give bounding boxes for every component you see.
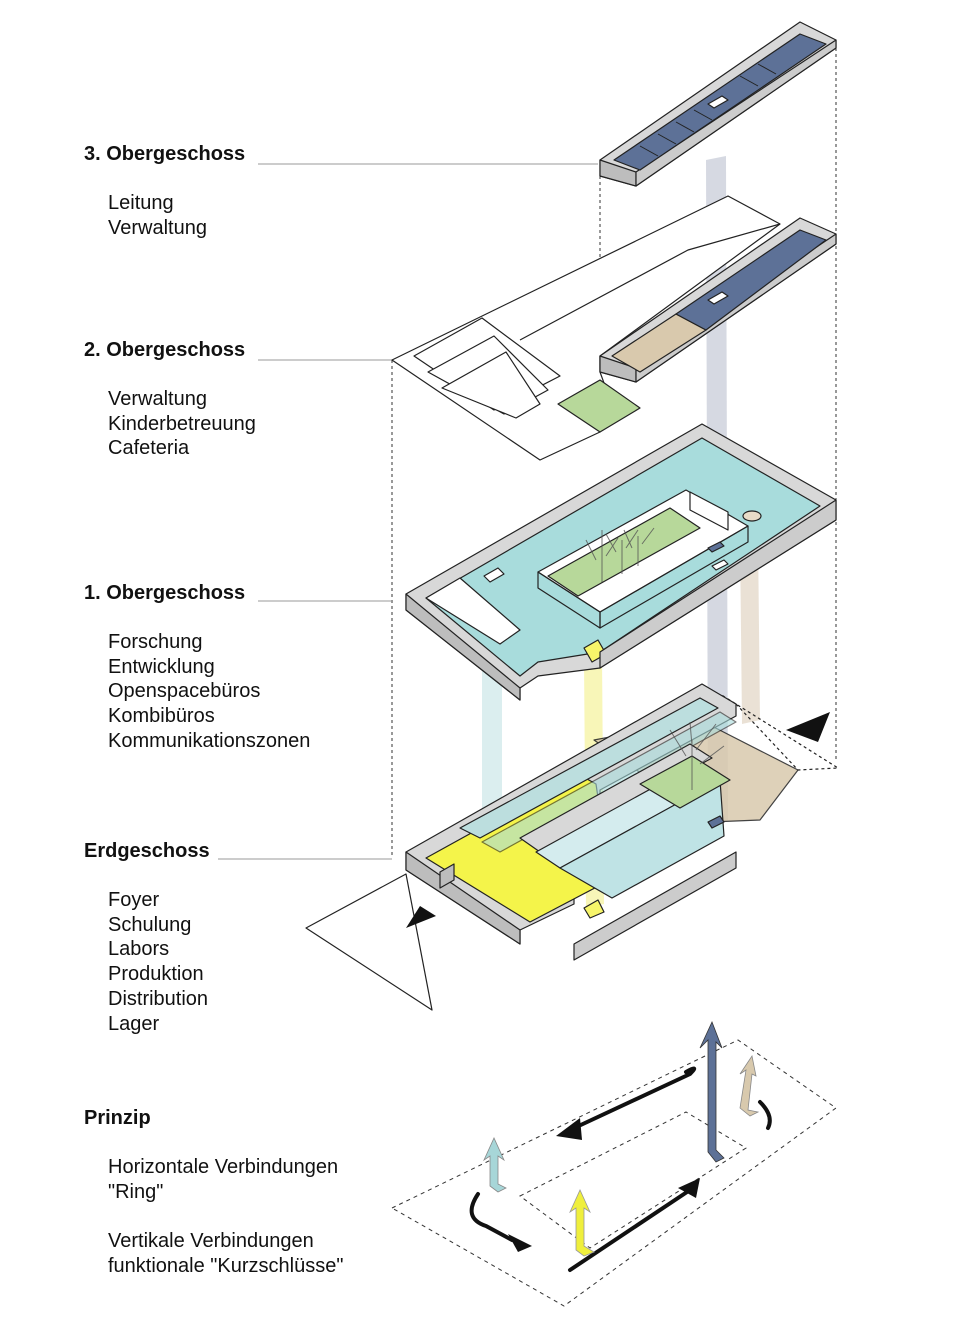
- floor-1-title: 1. Obergeschoss: [84, 582, 246, 604]
- ground-floor-items: Foyer Schulung Labors Produktion Distrib…: [108, 888, 208, 1036]
- ground-floor-block: [305, 683, 839, 1011]
- entrance-arrow-icon: [406, 906, 436, 928]
- floor-3-title: 3. Obergeschoss: [84, 143, 246, 165]
- arrowhead-icon: [678, 1178, 700, 1198]
- vertical-arrow-beige-icon: [739, 1054, 760, 1117]
- floor-2-item: Kinderbetreuung: [108, 412, 256, 435]
- entrance-arrow-icon: [786, 712, 830, 742]
- ground-floor-item: Labors: [108, 938, 170, 961]
- floor-2-item: Verwaltung: [108, 388, 207, 410]
- floor-3-items: Leitung Verwaltung: [108, 191, 207, 240]
- floor-2-items: Verwaltung Kinderbetreuung Cafeteria: [108, 387, 256, 461]
- floor-3-block: [599, 21, 837, 187]
- ground-floor-item: Produktion: [108, 963, 204, 986]
- principle-line: Vertikale Verbindungen: [108, 1230, 314, 1253]
- floor-2-block: [391, 195, 837, 461]
- ground-floor-item: Schulung: [108, 913, 192, 936]
- floor-1-block: [405, 423, 837, 701]
- ring-arrow-right: [758, 1100, 772, 1130]
- principle-line: Horizontale Verbindungen: [108, 1156, 339, 1178]
- principle-lines: Horizontale Verbindungen "Ring" Vertikal…: [108, 1155, 343, 1279]
- principle-title: Prinzip: [84, 1107, 151, 1129]
- ground-floor-item: Foyer: [108, 889, 160, 911]
- vertical-arrow-cyan-icon: [483, 1137, 507, 1193]
- floor-1-items: Forschung Entwicklung Openspacebüros Kom…: [108, 630, 310, 754]
- vertical-arrow-yellow-icon: [569, 1189, 595, 1257]
- principle-line: "Ring": [108, 1180, 164, 1203]
- floor-3-item: Leitung: [108, 192, 174, 214]
- ground-floor-item: Lager: [108, 1012, 160, 1035]
- floor-1-trees: [585, 527, 655, 582]
- floor-1-item: Forschung: [108, 631, 203, 653]
- ground-floor-item: Distribution: [108, 987, 209, 1010]
- arrowhead-icon: [508, 1234, 532, 1252]
- principle-line: funktionale "Kurzschlüsse": [108, 1254, 344, 1277]
- ring-arrow-top: [568, 1066, 697, 1132]
- floor-1-item: Kombibüros: [108, 705, 215, 728]
- arrowhead-icon: [556, 1118, 582, 1140]
- principle-outer-outline: [390, 1039, 837, 1307]
- vertical-arrow-blue-icon: [699, 1020, 725, 1163]
- principle-inner-outline: [519, 1111, 747, 1249]
- floor-2-item: Cafeteria: [108, 437, 190, 460]
- floor-1-item: Kommunikationszonen: [108, 729, 311, 752]
- label-connectors: [218, 163, 598, 860]
- shaft-beige: [740, 536, 760, 724]
- ground-floor-tree: [669, 721, 725, 790]
- principle-line: [108, 1204, 343, 1229]
- floor-1-item: Entwicklung: [108, 655, 215, 678]
- ring-arrow-left: [469, 1192, 514, 1242]
- floor-1-item: Openspacebüros: [108, 680, 261, 703]
- floor-2-title: 2. Obergeschoss: [84, 339, 246, 361]
- floor-3-item: Verwaltung: [108, 216, 207, 239]
- ring-arrow-bottom: [568, 1188, 692, 1272]
- ground-floor-title: Erdgeschoss: [84, 840, 210, 862]
- principle-diagram: [390, 1020, 837, 1307]
